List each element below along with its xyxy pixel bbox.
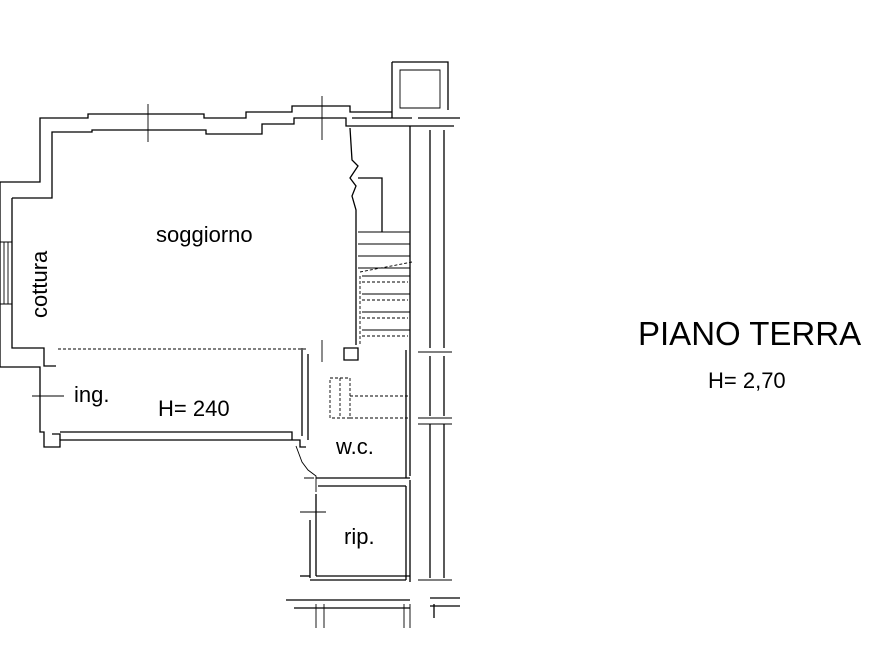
outer-walls (0, 96, 392, 448)
ripostiglio-walls (300, 480, 411, 582)
room-label-cottura: cottura (27, 250, 52, 318)
room-label-wc: w.c. (335, 434, 374, 459)
floor-title: PIANO TERRA (638, 315, 861, 352)
stair-area (295, 126, 413, 492)
room-label-ingresso: ing. (74, 382, 109, 407)
mezzanine-height-label: H= 240 (158, 396, 230, 421)
room-label-ripostiglio: rip. (344, 524, 375, 549)
floor-height-note: H= 2,70 (708, 368, 786, 393)
corridor-walls (352, 61, 460, 581)
bottom-walls (286, 597, 460, 628)
room-label-soggiorno: soggiorno (156, 222, 253, 247)
